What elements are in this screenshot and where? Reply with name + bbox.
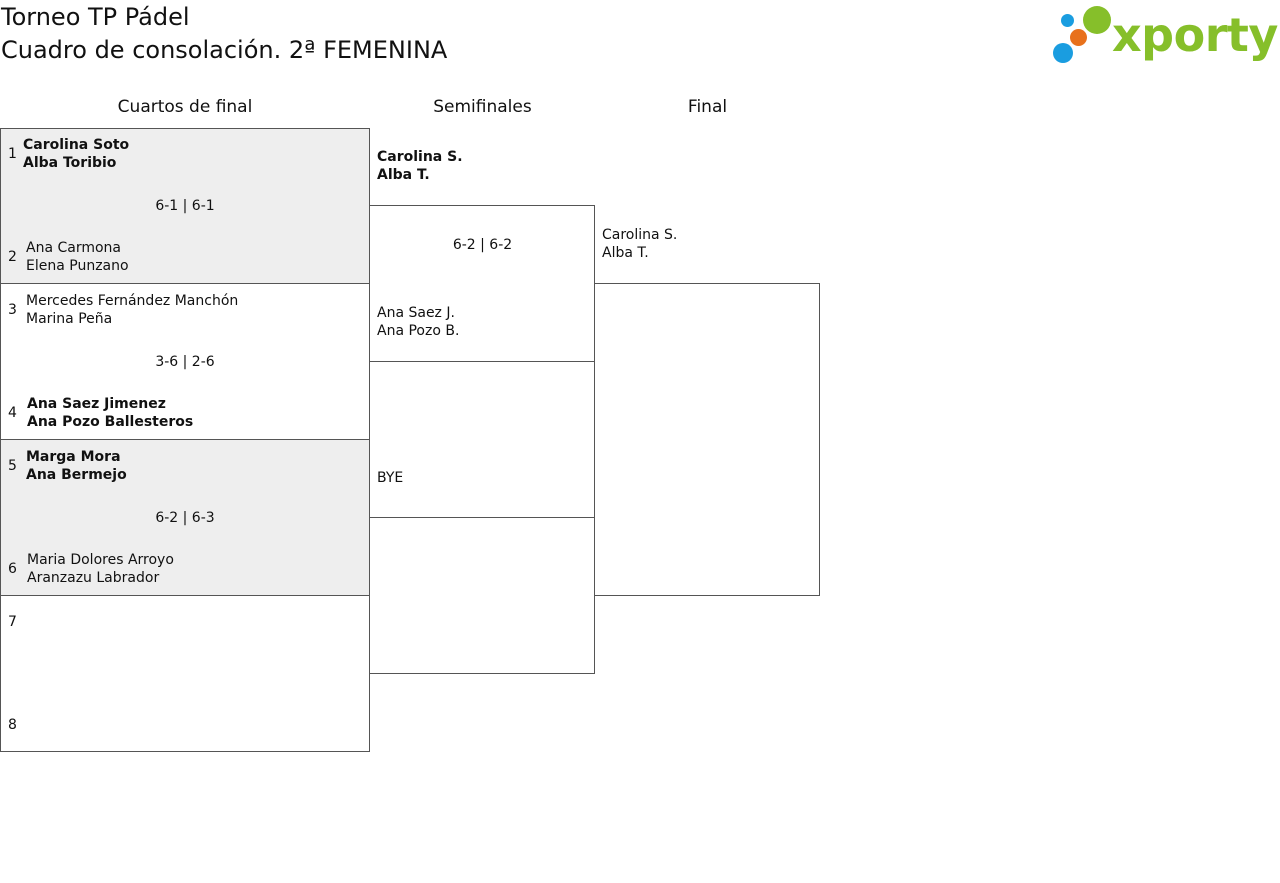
player-name: Marina Peña [26, 311, 113, 327]
player-name: Ana Saez Jimenez [27, 396, 166, 412]
player-name: Alba T. [377, 167, 430, 183]
player-name: Aranzazu Labrador [27, 570, 160, 586]
team-entry: Ana Carmona Elena Punzano [26, 239, 129, 275]
team-entry: Maria Dolores Arroyo Aranzazu Labrador [27, 551, 174, 587]
logo-wordmark: xporty [1112, 8, 1278, 62]
bye-label: BYE [377, 470, 404, 486]
logo-dot-blue [1053, 43, 1073, 63]
player-name: Carolina S. [602, 227, 678, 243]
qf-match-1 [0, 128, 370, 284]
seed-number: 8 [8, 717, 17, 733]
team-entry: Carolina S. Alba T. [602, 226, 677, 262]
team-entry: BYE [377, 469, 403, 487]
match-score: 6-1 | 6-1 [155, 198, 215, 214]
logo-dot-blue-small [1061, 14, 1074, 27]
team-entry: Carolina S. Alba T. [377, 148, 463, 184]
player-name: Elena Punzano [26, 258, 129, 274]
match-score: 6-2 | 6-2 [452, 237, 513, 253]
qf-match-4 [0, 595, 370, 752]
match-score: 3-6 | 2-6 [155, 354, 215, 370]
logo-dot-orange [1070, 29, 1087, 46]
player-name: Ana Bermejo [26, 467, 127, 483]
team-entry: Mercedes Fernández Manchón Marina Peña [26, 292, 238, 328]
player-name: Ana Pozo B. [377, 323, 460, 339]
player-name: Alba T. [602, 245, 649, 261]
logo-dot-green [1083, 6, 1111, 34]
round-header-final: Final [687, 97, 728, 117]
match-score: 6-2 | 6-3 [155, 510, 215, 526]
round-header-quarterfinals: Cuartos de final [117, 97, 253, 117]
player-name: Alba Toribio [23, 155, 117, 171]
player-name: Ana Carmona [26, 240, 121, 256]
sf-match-2 [369, 517, 595, 674]
player-name: Carolina Soto [23, 137, 130, 153]
seed-number: 7 [8, 614, 17, 630]
team-entry: Ana Saez Jimenez Ana Pozo Ballesteros [27, 395, 193, 431]
draw-subtitle: Cuadro de consolación. 2ª FEMENINA [1, 36, 448, 64]
qf-match-3 [0, 439, 370, 596]
team-entry: Ana Saez J. Ana Pozo B. [377, 304, 459, 340]
team-entry: Marga Mora Ana Bermejo [26, 448, 127, 484]
player-name: Maria Dolores Arroyo [27, 552, 174, 568]
player-name: Mercedes Fernández Manchón [26, 293, 239, 309]
final-match [594, 283, 820, 596]
seed-number: 1 [8, 146, 17, 162]
player-name: Carolina S. [377, 149, 463, 165]
seed-number: 6 [8, 561, 17, 577]
player-name: Ana Pozo Ballesteros [27, 414, 194, 430]
seed-number: 2 [8, 249, 17, 265]
seed-number: 5 [8, 458, 17, 474]
seed-number: 4 [8, 405, 17, 421]
seed-number: 3 [8, 302, 17, 318]
tournament-title: Torneo TP Pádel [1, 3, 190, 31]
player-name: Ana Saez J. [377, 305, 455, 321]
team-entry: Carolina Soto Alba Toribio [23, 136, 129, 172]
xporty-logo[interactable]: xporty [1050, 3, 1278, 67]
round-header-semifinals: Semifinales [433, 97, 532, 117]
player-name: Marga Mora [26, 449, 121, 465]
